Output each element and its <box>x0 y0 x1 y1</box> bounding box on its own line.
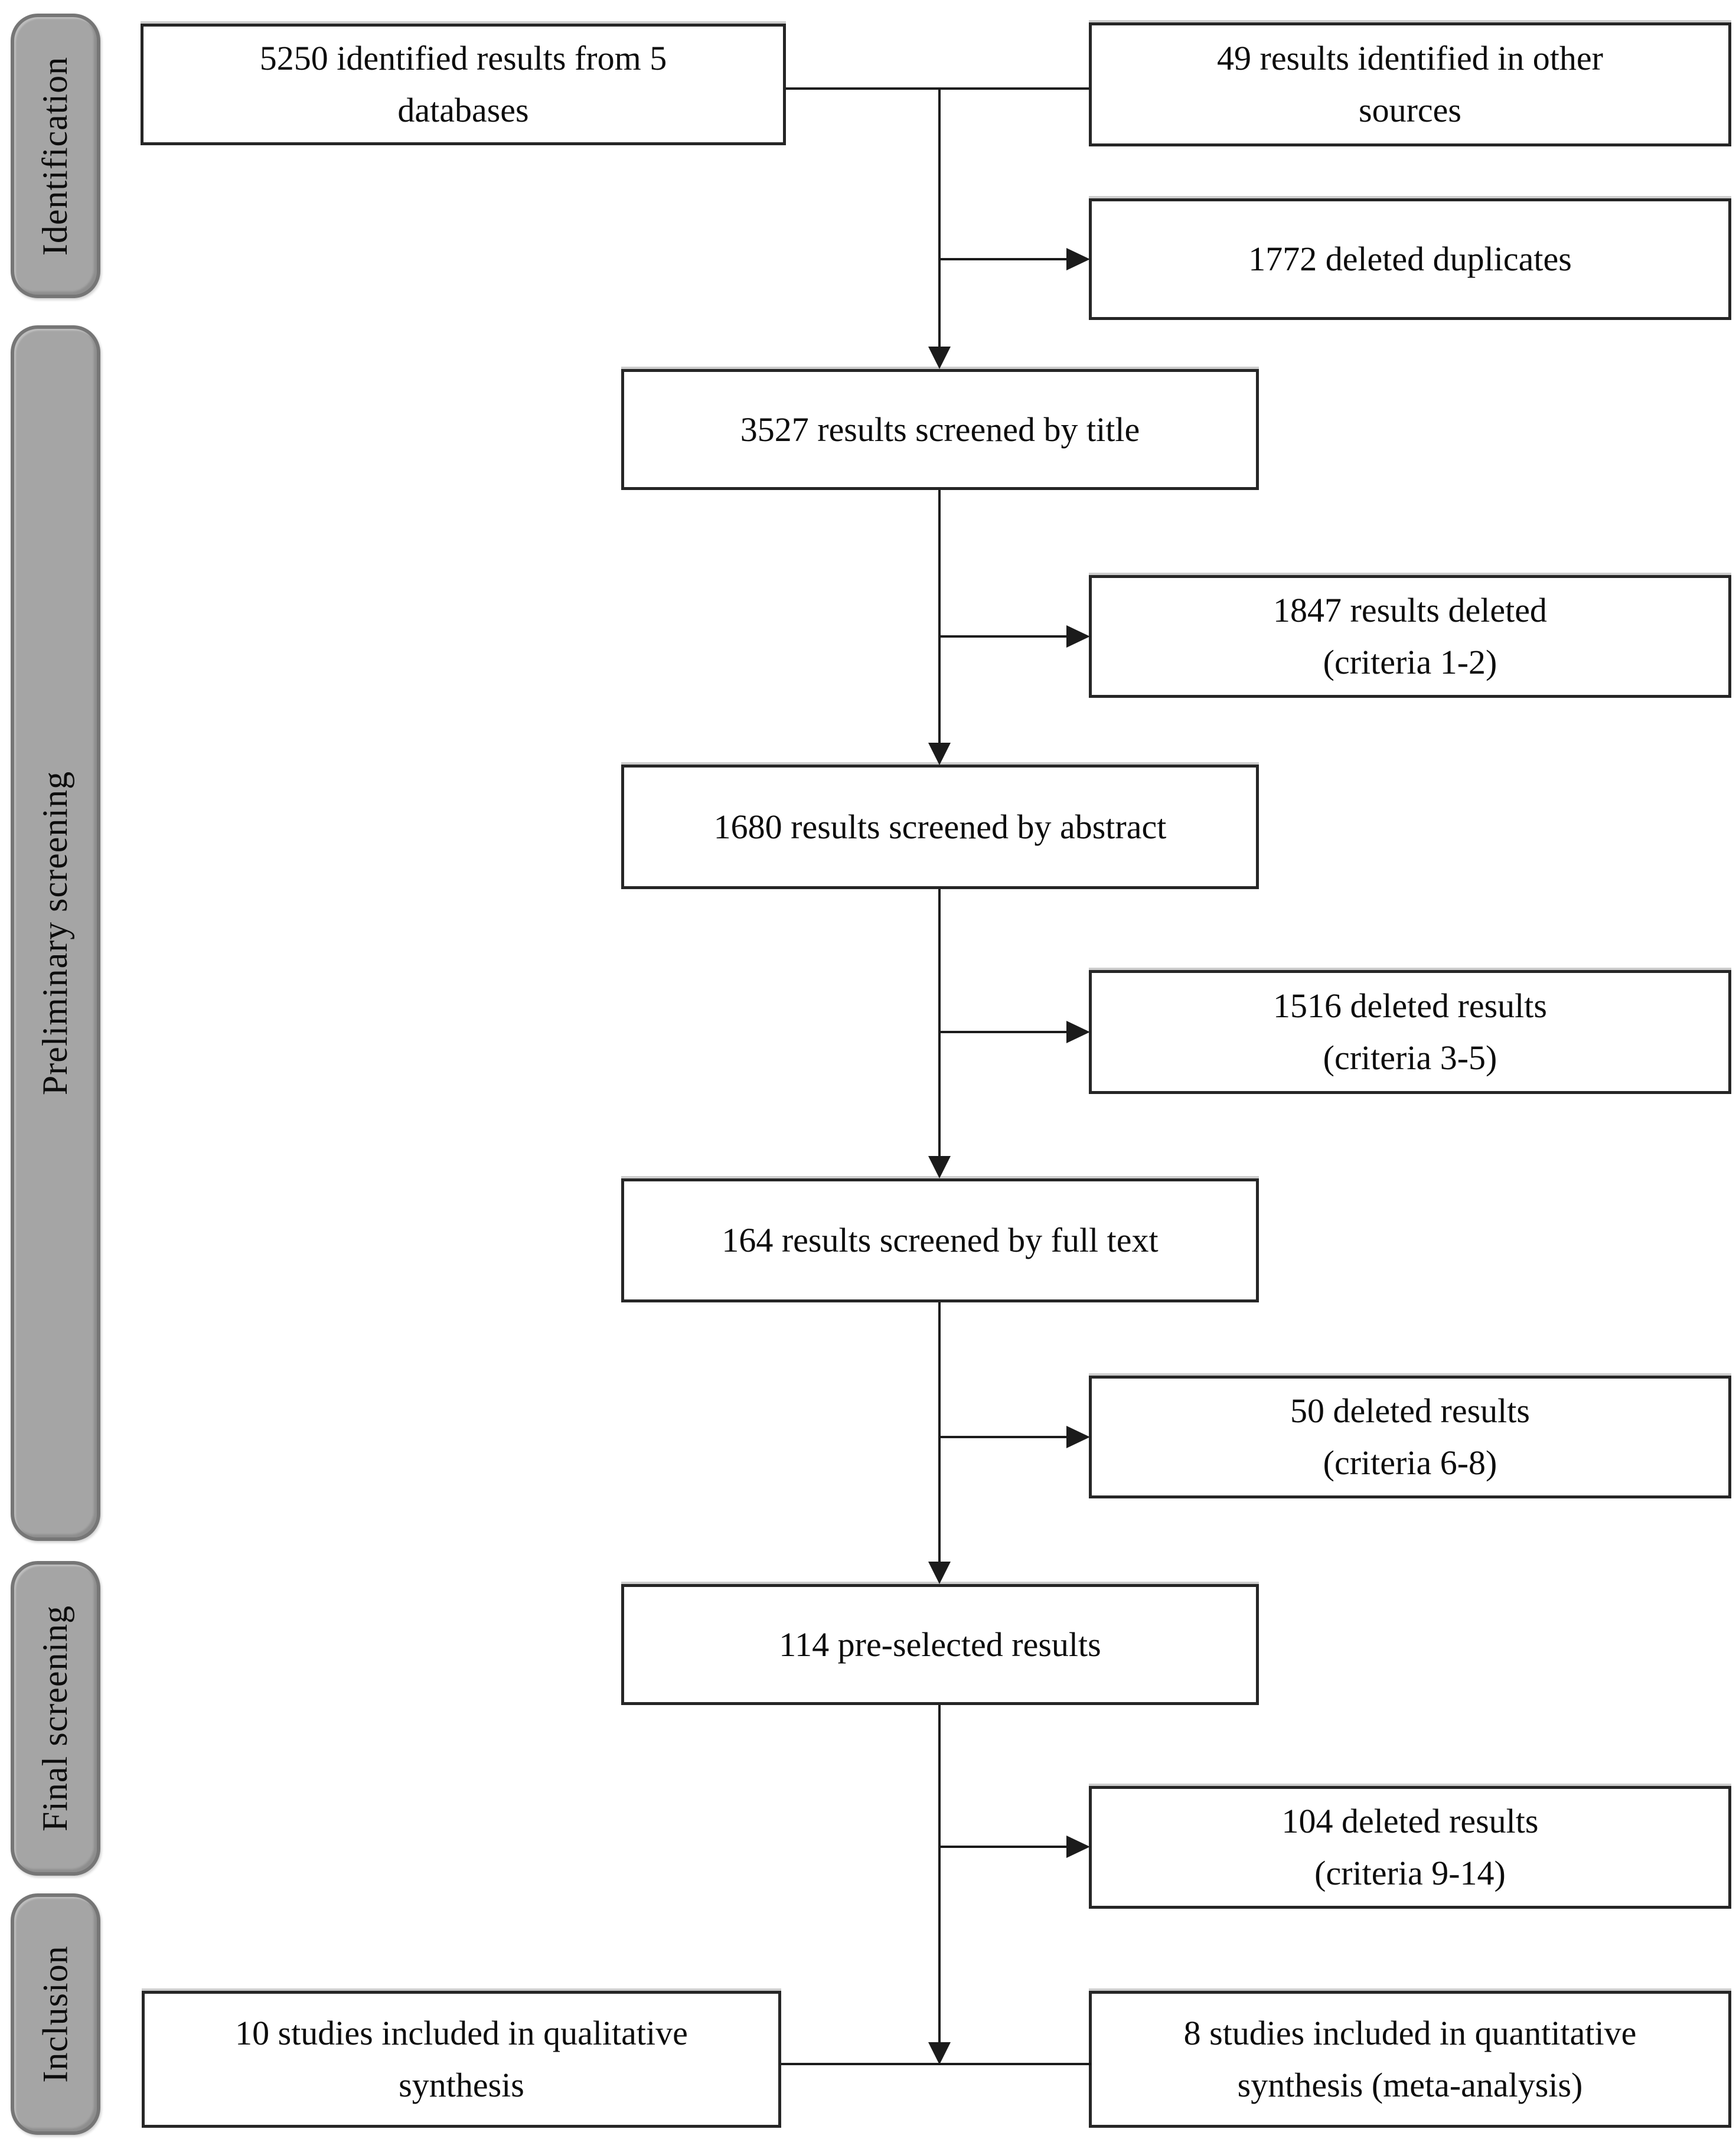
box-text-line: (criteria 3-5) <box>1323 1039 1497 1077</box>
box-text-line: 1516 deleted results <box>1273 987 1547 1025</box>
stage-block-inclusion: Inclusion <box>11 1893 100 2135</box>
box-text-line: 1847 results deleted <box>1273 591 1547 629</box>
connector-abstract-to-fulltext-screen <box>938 889 941 1156</box>
arrowhead-right-icon <box>1066 625 1090 648</box>
stage-label-final-screening: Final screening <box>35 1605 75 1832</box>
stage-label-inclusion: Inclusion <box>35 1945 75 2083</box>
box-text-line: 1680 results screened by abstract <box>713 807 1167 846</box>
arrowhead-down-icon <box>928 1156 951 1178</box>
box-quantitative-synthesis: 8 studies included in quantitative synth… <box>1089 1991 1731 2128</box>
arrowhead-right-icon <box>1066 1836 1090 1858</box>
arrowhead-down-icon <box>928 347 951 369</box>
connector-databases-to-other-sources <box>786 87 1089 90</box>
arrowhead-down-icon <box>928 1562 951 1584</box>
branch-line-deleted-duplicates <box>939 258 1066 260</box>
box-text-line: (criteria 6-8) <box>1323 1444 1497 1482</box>
box-deleted-duplicates: 1772 deleted duplicates <box>1089 198 1731 320</box>
connector-fulltext-to-preselected <box>938 1302 941 1562</box>
box-text-line: 10 studies included in qualitative <box>235 2014 688 2052</box>
branch-line-deleted-criteria-1-2 <box>939 635 1066 638</box>
branch-line-deleted-criteria-9-14 <box>939 1846 1066 1848</box>
connector-spine-to-title-screen <box>938 89 941 347</box>
arrowhead-right-icon <box>1066 1426 1090 1448</box>
box-text-line: synthesis (meta-analysis) <box>1237 2066 1583 2104</box>
box-qualitative-synthesis: 10 studies included in qualitative synth… <box>142 1991 781 2128</box>
box-text-line: 1772 deleted duplicates <box>1248 240 1572 278</box>
branch-line-deleted-criteria-6-8 <box>939 1436 1066 1438</box>
stage-label-preliminary-screening: Preliminary screening <box>35 770 75 1096</box>
arrowhead-right-icon <box>1066 1021 1090 1043</box>
box-text-line: databases <box>397 91 529 129</box>
connector-preselected-to-inclusion <box>938 1705 941 2042</box>
box-text-line: 114 pre-selected results <box>779 1625 1101 1664</box>
stage-block-identification: Identification <box>11 14 100 298</box>
box-identified-databases: 5250 identified results from 5 databases <box>141 24 786 145</box>
arrowhead-right-icon <box>1066 248 1090 270</box>
box-text-line: 8 studies included in quantitative <box>1183 2014 1637 2052</box>
box-deleted-criteria-6-8: 50 deleted results (criteria 6-8) <box>1089 1376 1731 1498</box>
arrowhead-down-icon <box>928 2042 951 2065</box>
stage-block-final-screening: Final screening <box>11 1561 100 1876</box>
box-text-line: 3527 results screened by title <box>740 410 1140 449</box>
box-screened-by-title: 3527 results screened by title <box>621 369 1259 490</box>
box-deleted-criteria-9-14: 104 deleted results (criteria 9-14) <box>1089 1786 1731 1909</box>
connector-title-to-abstract-screen <box>938 490 941 743</box>
box-text-line: 49 results identified in other <box>1217 39 1603 77</box>
box-screened-by-full-text: 164 results screened by full text <box>621 1178 1259 1302</box>
box-text-line: sources <box>1359 91 1461 129</box>
stage-block-preliminary-screening: Preliminary screening <box>11 325 100 1541</box>
box-text-line: 164 results screened by full text <box>722 1221 1159 1259</box>
box-text-line: 50 deleted results <box>1290 1392 1530 1430</box>
box-preselected-results: 114 pre-selected results <box>621 1584 1259 1705</box>
box-deleted-criteria-3-5: 1516 deleted results (criteria 3-5) <box>1089 970 1731 1094</box>
branch-line-deleted-criteria-3-5 <box>939 1031 1066 1033</box>
box-text-line: 104 deleted results <box>1281 1802 1539 1840</box>
stage-label-identification: Identification <box>35 56 75 256</box>
box-text-line: (criteria 1-2) <box>1323 643 1497 681</box>
box-screened-by-abstract: 1680 results screened by abstract <box>621 765 1259 889</box>
box-identified-other-sources: 49 results identified in other sources <box>1089 22 1731 146</box>
arrowhead-down-icon <box>928 743 951 765</box>
box-text-line: (criteria 9-14) <box>1314 1854 1506 1892</box>
box-deleted-criteria-1-2: 1847 results deleted (criteria 1-2) <box>1089 575 1731 698</box>
box-text-line: synthesis <box>399 2066 524 2104</box>
box-text-line: 5250 identified results from 5 <box>259 39 667 77</box>
